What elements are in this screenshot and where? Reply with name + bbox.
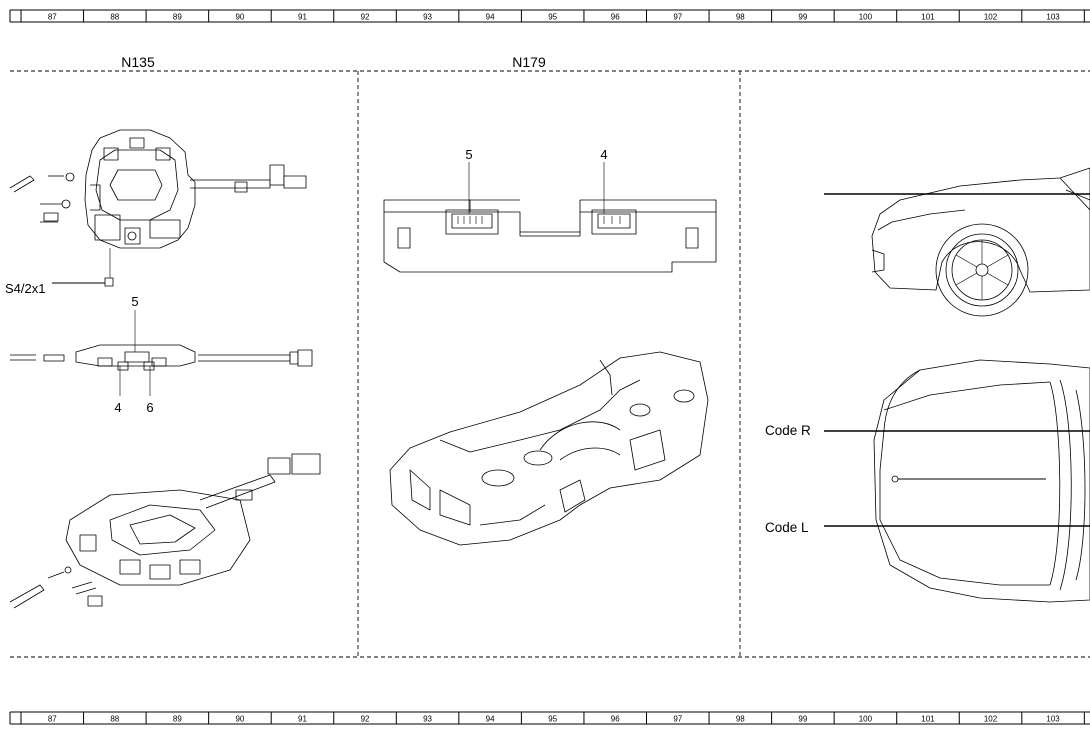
bottom-ruler-number: 89 [173, 715, 182, 724]
bottom-ruler: 87 88 89 90 91 92 93 94 95 96 97 98 99 100 101 102 103 [9, 711, 1090, 725]
top-ruler-number: 90 [235, 13, 244, 22]
top-ruler-number: 98 [736, 13, 745, 22]
pin-label-4-left: 4 [114, 400, 121, 415]
bottom-ruler-number: 95 [548, 715, 557, 724]
bottom-ruler-number: 97 [673, 715, 682, 724]
top-ruler-number: 88 [110, 13, 119, 22]
top-ruler-number: 100 [859, 13, 873, 22]
top-ruler-number: 99 [798, 13, 807, 22]
top-ruler-number: 87 [48, 13, 57, 22]
top-ruler-number: 92 [361, 13, 370, 22]
top-ruler-number: 94 [486, 13, 495, 22]
bottom-ruler-number: 93 [423, 715, 432, 724]
section-title-n179: N179 [512, 54, 546, 70]
top-ruler-number: 96 [611, 13, 620, 22]
top-ruler-number: 97 [673, 13, 682, 22]
vehicle-top-view [824, 359, 1090, 603]
connector-label-s4-2x1: S4/2x1 [5, 281, 45, 296]
bottom-ruler-number: 87 [48, 715, 57, 724]
bottom-ruler-number: 92 [361, 715, 370, 724]
bottom-ruler-number: 99 [798, 715, 807, 724]
pin-label-4-middle: 4 [600, 147, 607, 162]
bottom-ruler-number: 96 [611, 715, 620, 724]
n179-top-view [383, 162, 717, 273]
top-ruler-number: 95 [548, 13, 557, 22]
n135-perspective-view [9, 453, 321, 609]
bottom-ruler-number: 103 [1046, 715, 1060, 724]
bottom-ruler-number: 94 [486, 715, 495, 724]
top-ruler: 87 88 89 90 91 92 93 94 95 96 97 98 99 100 101 102 103 [9, 9, 1090, 23]
section-frames [10, 70, 1090, 658]
code-r-label: Code R [765, 423, 811, 438]
section-title-n135: N135 [121, 54, 155, 70]
bottom-ruler-number: 100 [859, 715, 873, 724]
top-ruler-number: 93 [423, 13, 432, 22]
pin-label-5-left: 5 [131, 294, 138, 309]
top-ruler-number: 103 [1046, 13, 1060, 22]
top-ruler-number: 91 [298, 13, 307, 22]
top-ruler-number: 101 [921, 13, 935, 22]
code-l-label: Code L [765, 520, 809, 535]
bottom-ruler-number: 88 [110, 715, 119, 724]
top-ruler-number: 102 [984, 13, 998, 22]
top-ruler-number: 89 [173, 13, 182, 22]
n135-side-view [10, 310, 313, 396]
pin-label-5-middle: 5 [465, 147, 472, 162]
bottom-ruler-number: 90 [235, 715, 244, 724]
n179-perspective-view [389, 351, 709, 546]
n135-steering-column-module-top-view [9, 129, 307, 287]
bottom-ruler-number: 101 [921, 715, 935, 724]
vehicle-side-view [824, 167, 1090, 317]
bottom-ruler-number: 98 [736, 715, 745, 724]
bottom-ruler-number: 102 [984, 715, 998, 724]
bottom-ruler-number: 91 [298, 715, 307, 724]
pin-label-6-left: 6 [146, 400, 153, 415]
